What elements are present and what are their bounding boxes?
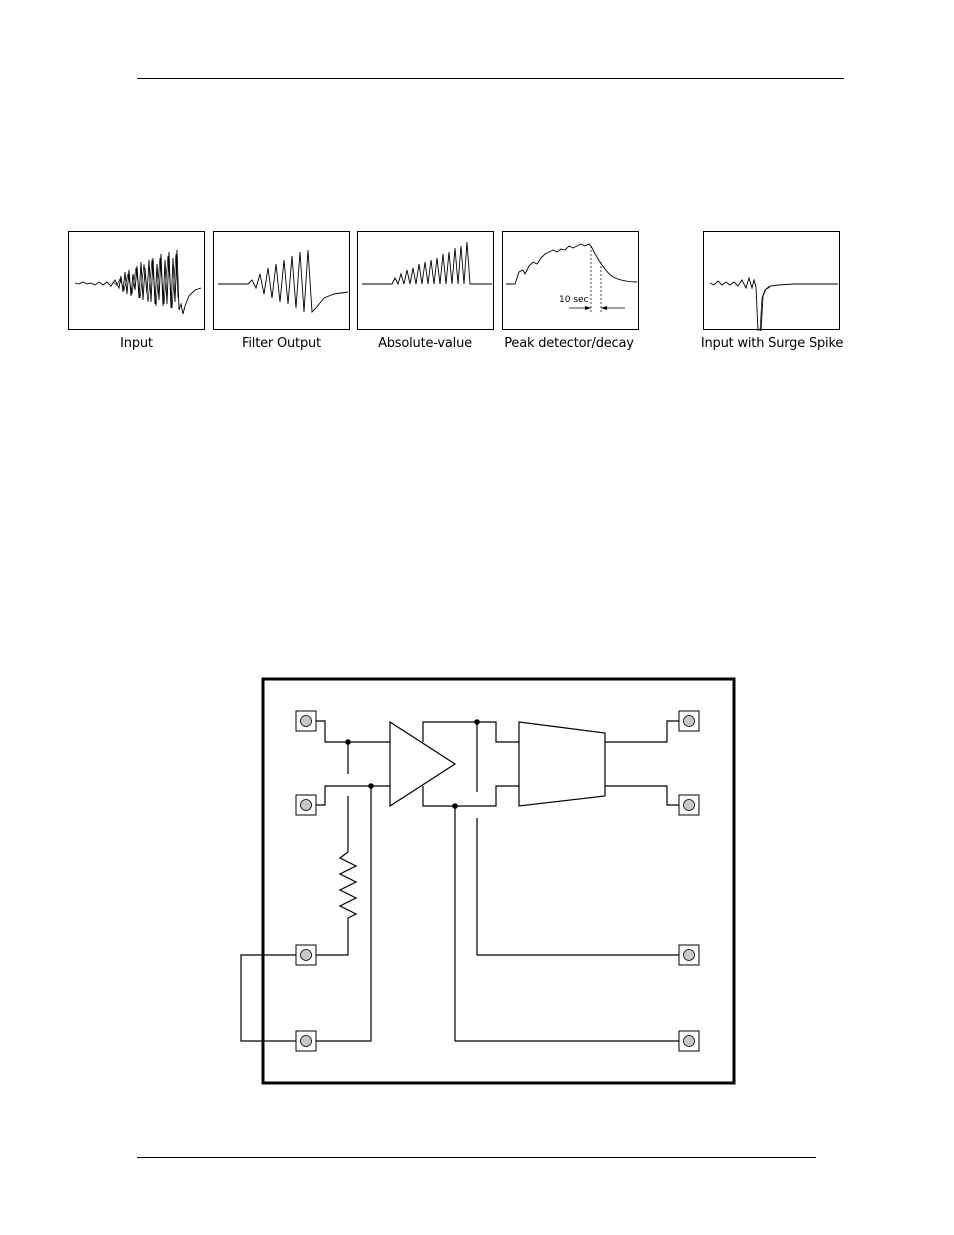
peak-detector-waveform-plot: 10 sec <box>503 232 640 331</box>
peak-detector-caption: Peak detector/decay <box>494 336 644 351</box>
footer-rule <box>137 1157 816 1158</box>
absolute-value-waveform-plot <box>358 232 495 331</box>
terminal-left-2 <box>296 795 316 815</box>
block-diagram <box>240 676 740 1092</box>
input-waveform-plot <box>69 232 206 331</box>
wiring <box>241 721 679 1041</box>
terminal-right-4 <box>679 1031 699 1051</box>
input-waveform-panel <box>68 231 205 330</box>
absolute-value-caption: Absolute-value <box>352 336 498 351</box>
junction-dot <box>452 803 458 809</box>
filter-output-waveform-panel <box>213 231 350 330</box>
terminal-right-2 <box>679 795 699 815</box>
junction-dot <box>345 739 351 745</box>
surge-spike-waveform-panel <box>703 231 840 330</box>
terminal-right-1 <box>679 711 699 731</box>
terminal-left-1 <box>296 711 316 731</box>
filter-output-waveform-plot <box>214 232 351 331</box>
surge-spike-waveform-plot <box>704 232 841 331</box>
junction-dot <box>474 719 480 725</box>
filter-output-caption: Filter Output <box>213 336 350 351</box>
surge-spike-caption: Input with Surge Spike <box>696 336 848 351</box>
input-caption: Input <box>68 336 205 351</box>
chip-outline <box>263 679 734 1083</box>
header-rule <box>137 78 844 79</box>
ten-sec-annotation: 10 sec <box>559 295 589 305</box>
terminal-left-3 <box>296 945 316 965</box>
terminal-right-3 <box>679 945 699 965</box>
filter-trapezoid <box>519 722 605 806</box>
peak-detector-waveform-panel: 10 sec <box>502 231 639 330</box>
absolute-value-waveform-panel <box>357 231 494 330</box>
junction-dot <box>368 783 374 789</box>
terminal-left-4 <box>296 1031 316 1051</box>
